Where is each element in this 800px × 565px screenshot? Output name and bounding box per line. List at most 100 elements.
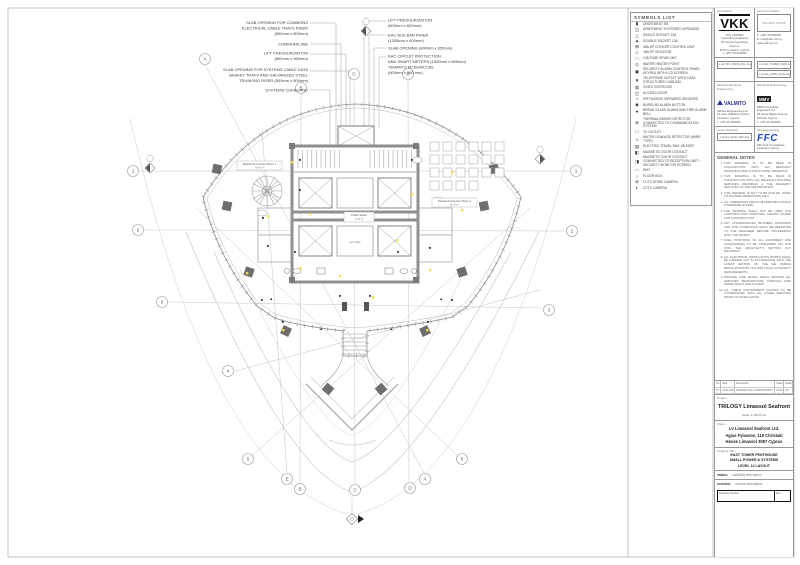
legend-item: ⊞45A DP COOKER CONTROL UNIT	[631, 45, 711, 51]
lead-designer-header: Lead / Designer	[717, 127, 739, 132]
vkk-logo: VKK	[719, 14, 750, 31]
alarm-keypad-icon: ▣	[634, 68, 640, 74]
elec-line: t: +357 22 000000	[757, 119, 781, 124]
door-contact-reception-icon: ◨	[634, 158, 640, 164]
svg-text:(800mm x 950mm): (800mm x 950mm)	[274, 56, 308, 61]
callouts-right: LIFT PRESSURIZATION (600mm x 600mm) EAC …	[388, 18, 467, 76]
xref-cell-left: x-ref_RFL_0037E_RFL.dwg	[715, 58, 754, 81]
grid-bubble-left-3: 3	[156, 296, 168, 308]
revision-cell: ISSUED FOR COORDINATION	[735, 387, 775, 395]
client-line: House Limassol 3087 Cyprus	[725, 439, 783, 445]
svg-text:A: A	[423, 477, 427, 482]
grid-bubble-top-d: D	[402, 68, 414, 80]
client-label: Client:	[717, 422, 726, 427]
valmito-logo-triangle	[717, 99, 723, 105]
cctv-camera-icon: ◐	[635, 185, 639, 191]
revision-table: No. Date Description Scale Drawn P1 03.1…	[715, 381, 793, 396]
revision-col-header: Scale	[775, 381, 784, 388]
client-line: Agias Fylaxeos, 118 Christaki	[725, 432, 783, 438]
systems-cupboard-icon: ◫	[634, 26, 640, 32]
wifi-icon: ◠	[634, 167, 639, 173]
general-note: ALL DIMENSIONS ARE IN MILLIMETRES UNLESS…	[724, 200, 791, 209]
revision-col-header: Date	[721, 381, 735, 388]
legend-item: ◧MAGNETIC DOOR CONTACT	[634, 149, 688, 155]
svg-text:SLAB OPENING FOR SYSTEMS CABLE: SLAB OPENING FOR SYSTEMS CABLE DATA	[223, 67, 308, 72]
svg-text:96.40 m²: 96.40 m²	[255, 167, 264, 170]
legend-item: ▮APARTMENT DB	[631, 21, 711, 28]
project-stamp-box: PROJECT STAMP	[757, 14, 791, 32]
svg-text:(600mm x 300 mm): (600mm x 300 mm)	[388, 70, 423, 75]
xref-box: x-ref_RFL_0037E_RFL.dwg	[717, 60, 752, 69]
symbols-list-title: SYMBOLS LIST	[631, 13, 711, 22]
general-note: ALL ELECTRICAL INSTALLATION WORKS SHALL …	[724, 255, 791, 275]
fire-line: Limassol, Cyprus	[757, 146, 780, 151]
facade-outline	[200, 101, 524, 358]
svg-text:C: C	[352, 72, 356, 77]
mech-line: Limassol, Cyprus	[717, 116, 740, 121]
svg-text:4: 4	[227, 369, 230, 374]
fire-engineering-cell: Fire Engineering FFC FFC Fire Consultant…	[754, 126, 793, 153]
svg-text:D: D	[408, 486, 412, 491]
valmito-logo: VALMITO	[724, 100, 747, 107]
drawing-title-line: EAST TOWER PENTHOUSE	[730, 453, 778, 458]
legend-item: ⊚CCTV DOME CAMERA	[631, 180, 711, 186]
fixtures	[284, 267, 417, 311]
spiral-stair	[251, 175, 283, 207]
status-row: status: suitability description	[715, 471, 793, 481]
lift-lobby-label: Lift Lobby	[349, 240, 361, 244]
highlight-dots	[246, 161, 464, 332]
svg-text:3: 3	[548, 308, 551, 313]
xref-box: x-ref E1_LEAD_DES.dwg	[717, 133, 752, 142]
title-block: Consultant: VKK VKK LIMITED Consulting E…	[714, 8, 794, 557]
project-label: Project:	[717, 396, 728, 401]
drawing-title-section: Drawing Title: EAST TOWER PENTHOUSE SMAL…	[715, 448, 793, 472]
svg-text:1: 1	[132, 169, 135, 174]
svg-text:Residents Function Room 2: Residents Function Room 2	[438, 199, 472, 203]
xref-cell-right: x-ref E1_TOWER_GRID.dwg x-ref E1_CORE_PL…	[754, 58, 793, 81]
legend-item: ⊙WATER HEATER POINT	[631, 62, 711, 68]
svg-text:5: 5	[247, 457, 250, 462]
general-note: THIS DRAWING IS TO BE READ IN CONJUNCTIO…	[724, 161, 791, 173]
status-value: suitability description	[732, 473, 762, 478]
xref-box: x-ref E1_CORE_PLAN.dwg	[757, 70, 791, 79]
legend-item: ◫APARTMENT SYSTEMS CUPBOARD	[634, 26, 700, 32]
svg-text:B: B	[299, 86, 302, 91]
general-notes-title: GENERAL NOTES	[717, 155, 755, 161]
legend-item: ⊗THERMAL/SMOKE DETECTOR CONNECTED TO COM…	[631, 117, 711, 130]
general-note: ANY DISCREPANCIES BETWEEN DRAWINGS AND S…	[724, 222, 791, 237]
grid-bubble-bottom-5r: 5	[456, 453, 468, 465]
svg-text:AND SMART METERS (1300mm x 800: AND SMART METERS (1300mm x 800mm)	[388, 59, 467, 64]
svg-text:E: E	[285, 477, 288, 482]
revision-cell: 1:100	[775, 387, 784, 395]
grid-bubble-bottom-c: C	[349, 484, 361, 496]
device-marks	[261, 159, 453, 330]
drawing-title-label: Drawing Title:	[717, 449, 736, 454]
svg-text:A: A	[203, 57, 207, 62]
svg-text:COMMONS DBs: COMMONS DBs	[278, 42, 308, 47]
grid-bubble-left-2: 2	[132, 224, 144, 236]
grid-bubble-bottom-a: A	[419, 473, 431, 485]
drawing-title-line: SMALL POWER & SYSTEMS	[729, 458, 779, 463]
furniture-tables	[256, 141, 505, 217]
revision-cell: P1	[715, 387, 721, 395]
legend-item: ◇45A DP ISOLATOR	[631, 50, 711, 56]
vkk-line: 3070 Limassol, Cyprus	[719, 47, 750, 52]
grid-bubble-bottom-d: D	[404, 482, 416, 494]
contact-line: www.vkk.com.cy	[757, 40, 779, 45]
vkk-line: VKK LIMITED	[725, 32, 744, 37]
svg-text:5: 5	[461, 457, 464, 462]
electrical-engineering-cell: Electrical Engineering MMV MMV Consultin…	[754, 81, 793, 126]
drawing-number-box: Drawing Number Rev	[717, 490, 791, 503]
project-section: Project: TRILOGY Limassol Seafront Scale…	[715, 395, 793, 422]
revision-row: revision: revision description	[715, 480, 793, 488]
svg-text:Residents Function Room 1: Residents Function Room 1	[243, 162, 277, 166]
legend-item: ◐CCTV CAMERA	[631, 186, 711, 192]
legend-item: ≈WATER LEAKAGE DETECTOR (WIRE TYPE)	[631, 135, 711, 144]
legend-item: ◨MAGNETIC DOOR CONTACT CONNECTED TO RECE…	[634, 155, 700, 167]
revision-col-header: Drawn	[784, 381, 793, 388]
revision-value: revision description	[735, 482, 763, 487]
mmv-logo: MMV	[757, 96, 772, 103]
water-heater-icon: ⊙	[635, 61, 639, 67]
legend-item: ◠WIFI	[634, 167, 650, 173]
